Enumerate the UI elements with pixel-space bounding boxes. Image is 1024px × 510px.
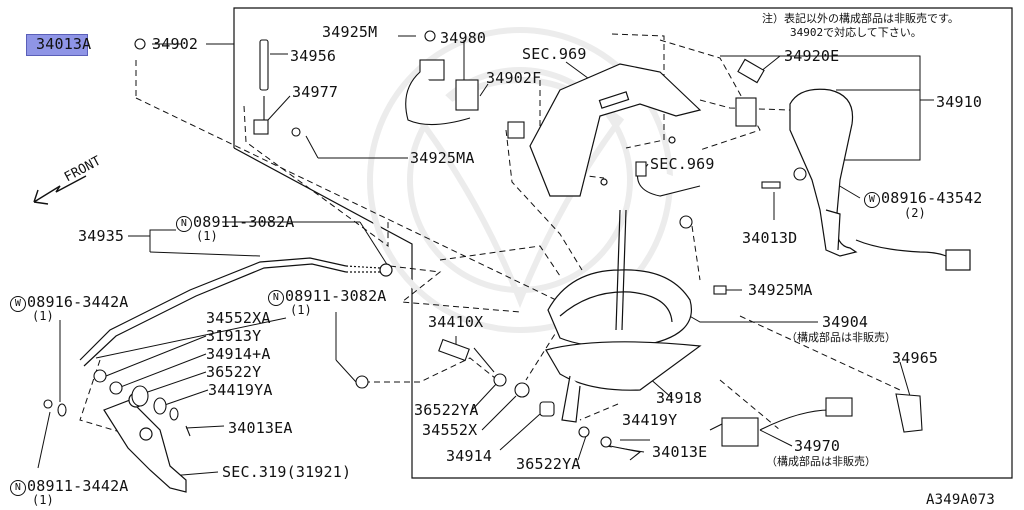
- label-34013D[interactable]: 34013D: [742, 229, 798, 247]
- label-sec319[interactable]: SEC.319(31921): [222, 463, 352, 481]
- label-34965[interactable]: 34965: [892, 349, 939, 367]
- label-34419YA[interactable]: 34419YA: [208, 381, 273, 399]
- label-34013EA[interactable]: 34013EA: [228, 419, 293, 437]
- label-36522YA-left[interactable]: 36522YA: [414, 401, 479, 419]
- dashed-lines: [79, 33, 901, 433]
- label-34902[interactable]: 34902: [152, 35, 199, 53]
- label-34956[interactable]: 34956: [290, 47, 337, 65]
- label-34910[interactable]: 34910: [936, 93, 983, 111]
- shift-lever-base: [545, 209, 702, 423]
- label-34914A[interactable]: 34914+A: [206, 345, 271, 363]
- shift-rod: [79, 257, 393, 367]
- label-34970[interactable]: 34970: [794, 437, 841, 455]
- label-34902F[interactable]: 34902F: [486, 69, 542, 87]
- washer-symbol: W: [10, 296, 26, 312]
- label-34980[interactable]: 34980: [440, 29, 487, 47]
- label-34013E[interactable]: 34013E: [652, 443, 708, 461]
- front-arrow: [33, 175, 87, 205]
- label-36522Y[interactable]: 36522Y: [206, 363, 262, 381]
- assembly-frame: [233, 7, 1013, 479]
- nut-symbol: N: [268, 290, 284, 306]
- nut-symbol: N: [10, 480, 26, 496]
- label-34410X[interactable]: 34410X: [428, 313, 484, 331]
- highlighted-part-number[interactable]: 34013A: [36, 35, 92, 53]
- qty-n08911-3082A-top: (1): [196, 229, 218, 243]
- washer-symbol: W: [864, 192, 880, 208]
- figure-code: A349A073: [926, 492, 996, 508]
- note-34970: （構成部品は非販売）: [766, 455, 876, 468]
- qty-n08911-3442A: (1): [32, 493, 54, 507]
- qty-n08911-3082A-mid: (1): [290, 303, 312, 317]
- console-cover: [529, 63, 702, 197]
- label-34920E[interactable]: 34920E: [784, 47, 840, 65]
- shift-knob: [789, 88, 971, 271]
- label-34925MA-mid[interactable]: 34925MA: [748, 281, 813, 299]
- note-line-2: 34902で対応して下さい。: [790, 26, 922, 39]
- qty-w08916-43542: (2): [904, 206, 926, 220]
- label-sec969-top[interactable]: SEC.969: [522, 45, 587, 63]
- note-34904: （構成部品は非販売）: [786, 331, 896, 344]
- label-34918[interactable]: 34918: [656, 389, 703, 407]
- note-line-1: 注）表記以外の構成部品は非販売です。: [762, 12, 959, 25]
- highlighted-part-box[interactable]: [26, 34, 88, 56]
- label-31913Y[interactable]: 31913Y: [206, 327, 262, 345]
- label-34977[interactable]: 34977: [292, 83, 339, 101]
- label-34914[interactable]: 34914: [446, 447, 493, 465]
- label-34935[interactable]: 34935: [78, 227, 125, 245]
- leader-lines: [37, 35, 934, 477]
- label-34552X[interactable]: 34552X: [422, 421, 478, 439]
- label-sec969-mid[interactable]: SEC.969: [650, 155, 715, 173]
- qty-w08916-3442A: (1): [32, 309, 54, 323]
- label-34925M[interactable]: 34925M: [322, 23, 378, 41]
- label-34925MA-top[interactable]: 34925MA: [410, 149, 475, 167]
- label-34904[interactable]: 34904: [822, 313, 869, 331]
- label-34419Y[interactable]: 34419Y: [622, 411, 678, 429]
- label-36522YA-right[interactable]: 36522YA: [516, 455, 581, 473]
- nut-symbol: N: [176, 216, 192, 232]
- small-parts: [43, 30, 923, 461]
- label-34552XA[interactable]: 34552XA: [206, 309, 271, 327]
